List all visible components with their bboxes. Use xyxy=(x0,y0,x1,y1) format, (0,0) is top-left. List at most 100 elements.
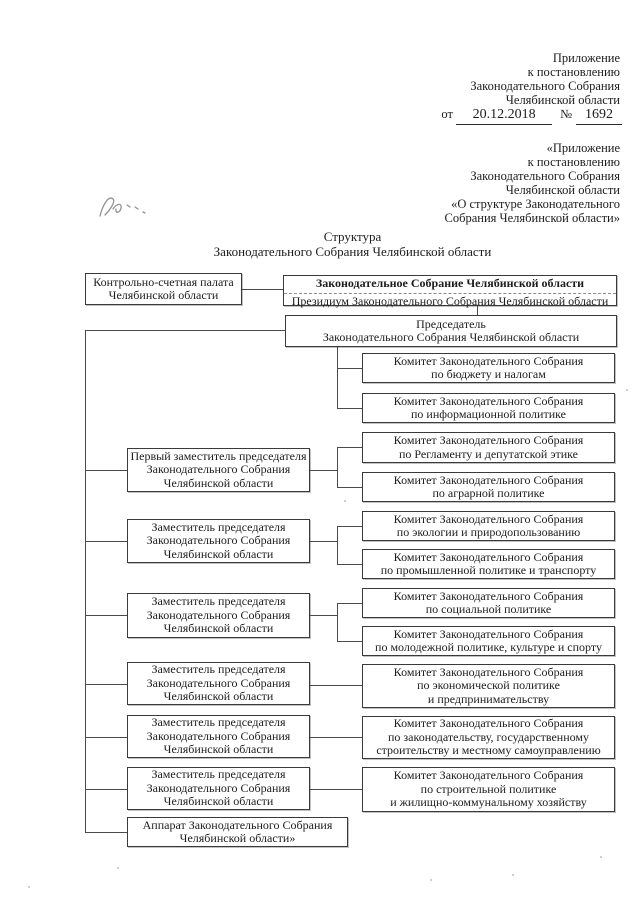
box-line: строительству и местному самоуправлению xyxy=(376,743,601,758)
box-line: Челябинской области xyxy=(163,621,274,636)
deputy-chairman-box-5: Заместитель председателя Законодательног… xyxy=(127,715,310,758)
scan-speck xyxy=(626,389,628,391)
assembly-title: Законодательное Собрание Челябинской обл… xyxy=(284,276,616,294)
annotation-line: Челябинской области xyxy=(505,183,620,197)
scan-speck xyxy=(28,886,30,888)
box-line: по строительной политике xyxy=(420,781,557,796)
connector-deputy3-vertical xyxy=(337,603,338,642)
box-line: Комитет Законодательного Собрания xyxy=(393,393,584,408)
connector-deputy5-committee-10 xyxy=(310,737,362,738)
connector-deputy2-vertical xyxy=(337,526,338,565)
committee-regulations-ethics-box: Комитет Законодательного Собрания по Рег… xyxy=(362,432,615,463)
chart-title-line1: Структура xyxy=(323,229,382,244)
annotation-line: «О структуре Законодательного xyxy=(451,197,620,211)
box-line: по Регламенту и депутатской этике xyxy=(398,446,579,461)
committee-construction-housing-box: Комитет Законодательного Собрания по стр… xyxy=(362,767,615,812)
deputy-chairman-box-3: Заместитель председателя Законодательног… xyxy=(127,593,310,638)
connector-chamber-assembly xyxy=(242,289,283,290)
committee-budget-taxes-box: Комитет Законодательного Собрания по бюд… xyxy=(362,353,615,383)
box-line: и жилищно-коммунальному хозяйству xyxy=(390,795,587,810)
pen-scribble-artifact xyxy=(99,197,146,217)
box-line: Законодательного Собрания xyxy=(146,533,291,548)
box-line: по молодежной политике, культуре и спорт… xyxy=(375,640,602,654)
committee-information-policy-box: Комитет Законодательного Собрания по инф… xyxy=(362,393,615,423)
date-number-row: от 20.12.2018 № 1692 xyxy=(441,107,622,125)
control-chamber-box: Контрольно-счетная палата Челябинской об… xyxy=(85,273,242,305)
connector-rail-deputy1 xyxy=(85,470,127,471)
box-line: Комитет Законодательного Собрания xyxy=(393,353,584,368)
connector-assembly-chairman xyxy=(477,306,478,315)
box-line: Законодательного Собрания xyxy=(146,675,291,690)
box-line: Челябинской области xyxy=(163,742,274,757)
box-line: по промышленной политике и транспорту xyxy=(380,563,597,577)
box-line: Комитет Законодательного Собрания xyxy=(393,588,584,603)
annotation-line: к постановлению xyxy=(527,65,620,79)
committee-legislation-local-gov-box: Комитет Законодательного Собрания по зак… xyxy=(362,716,615,759)
connector-stub-committee-6 xyxy=(337,564,362,565)
box-line: Комитет Законодательного Собрания xyxy=(393,768,584,783)
box-line: Челябинской области xyxy=(163,794,274,809)
box-line: Законодательного Собрания Челябинской об… xyxy=(322,330,580,344)
number-sign-label: № xyxy=(560,107,572,121)
deputy-chairman-box-4: Заместитель председателя Законодательног… xyxy=(127,662,310,705)
committee-youth-culture-sport-box: Комитет Законодательного Собрания по мол… xyxy=(362,626,615,656)
box-line: Комитет Законодательного Собрания xyxy=(393,549,584,564)
connector-stub-committee-7 xyxy=(337,603,362,604)
box-line: Комитет Законодательного Собрания xyxy=(393,472,584,487)
annotation-line: «Приложение xyxy=(546,141,620,155)
box-line: Законодательного Собрания xyxy=(146,728,291,743)
connector-deputy1-vertical xyxy=(337,447,338,487)
connector-rail-deputy5 xyxy=(85,737,127,738)
connector-deputy4-committee-9 xyxy=(310,685,362,686)
box-line: Комитет Законодательного Собрания xyxy=(393,626,584,641)
box-line: Законодательного Собрания xyxy=(146,462,291,477)
connector-left-rail xyxy=(85,330,86,832)
committee-industrial-transport-box: Комитет Законодательного Собрания по про… xyxy=(362,549,615,579)
box-line: Челябинской области» xyxy=(179,831,296,845)
annotation-line: Законодательного Собрания xyxy=(470,169,620,183)
box-line: Законодательного Собрания xyxy=(146,607,291,622)
box-line: Контрольно-счетная палата xyxy=(93,274,234,289)
presidium-title: Президиум Законодательного Собрания Челя… xyxy=(291,293,609,308)
box-line: по бюджету и налогам xyxy=(431,367,546,381)
connector-rail-deputy3 xyxy=(85,615,127,616)
box-line: по информационной политике xyxy=(410,407,566,421)
annotation-top: Приложение к постановлению Законодательн… xyxy=(320,51,620,107)
annotation-quote: «Приложение к постановлению Законодатель… xyxy=(320,141,620,225)
box-line: Комитет Законодательного Собрания xyxy=(393,664,584,679)
annotation-line: Челябинской области xyxy=(505,93,620,107)
chairman-box: Председатель Законодательного Собрания Ч… xyxy=(285,315,617,347)
connector-stub-committee-5 xyxy=(337,526,362,527)
connector-rail-chairman xyxy=(85,330,285,331)
box-line: Челябинской области xyxy=(108,288,219,302)
connector-rail-deputy4 xyxy=(85,684,127,685)
connector-stub-committee-3 xyxy=(337,447,362,448)
box-line: по экологии и природопользованию xyxy=(396,525,581,539)
chart-title-line2: Законодательного Собрания Челябинской об… xyxy=(213,243,492,259)
scan-speck xyxy=(344,500,346,502)
connector-stub-committee-8 xyxy=(337,641,362,642)
box-line: и предпринимательству xyxy=(427,691,550,706)
box-line: Первый заместитель председателя xyxy=(130,448,307,463)
annotation-line: к постановлению xyxy=(527,155,620,169)
committee-social-policy-box: Комитет Законодательного Собрания по соц… xyxy=(362,588,615,618)
connector-chairman-committees xyxy=(337,347,338,408)
committee-economic-policy-box: Комитет Законодательного Собрания по эко… xyxy=(362,664,615,708)
box-line: Челябинской области xyxy=(163,546,274,561)
number-value: 1692 xyxy=(576,107,622,125)
deputy-chairman-box-6: Заместитель председателя Законодательног… xyxy=(127,767,310,810)
box-line: Комитет Законодательного Собрания xyxy=(393,433,584,447)
committee-agrarian-policy-box: Комитет Законодательного Собрания по агр… xyxy=(362,472,615,502)
box-line: по социальной политике xyxy=(425,602,552,616)
connector-deputy6-committee-11 xyxy=(310,789,362,790)
date-value: 20.12.2018 xyxy=(456,107,553,125)
connector-stub-committee-1 xyxy=(337,368,362,369)
box-line: Заместитель председателя xyxy=(151,519,286,534)
chart-title: Структура Законодательного Собрания Челя… xyxy=(85,229,620,259)
box-line: Аппарат Законодательного Собрания xyxy=(142,817,333,832)
box-line: Комитет Законодательного Собрания xyxy=(393,511,584,526)
box-line: по экономической политике xyxy=(417,678,560,693)
connector-rail-apparatus xyxy=(85,832,127,833)
annotation-line: Собрания Челябинской области» xyxy=(444,211,620,225)
